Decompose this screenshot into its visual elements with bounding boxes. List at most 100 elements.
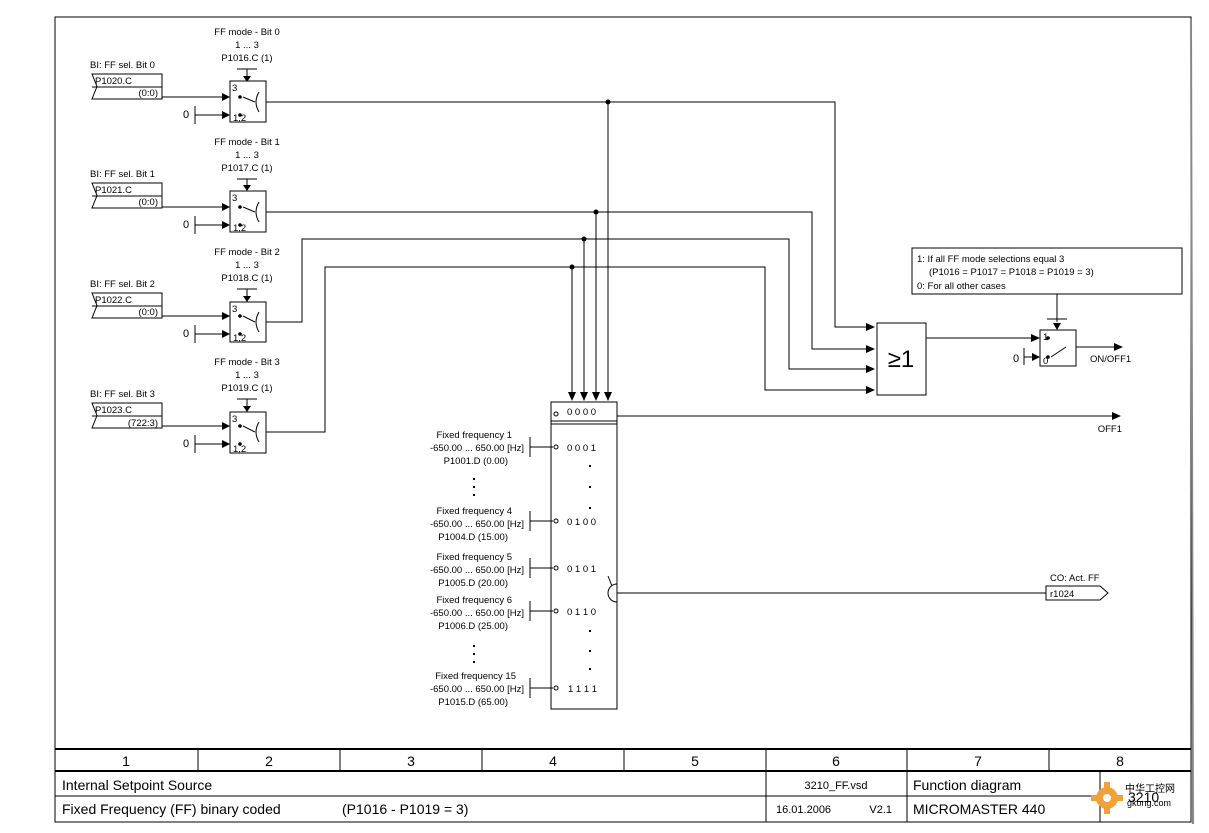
svg-text:3: 3 xyxy=(232,193,237,204)
doc-type: Function diagram xyxy=(913,777,1021,793)
fixed-frequency-row: Fixed frequency 15 -650.00 ... 650.00 [H… xyxy=(430,671,597,708)
bi-param: P1020.C xyxy=(95,76,132,87)
row-code: 1 1 1 1 xyxy=(568,684,597,695)
mode-label: FF mode - Bit 3 xyxy=(214,357,279,368)
const-zero: 0 xyxy=(183,328,189,340)
svg-text:P1015.D (65.00): P1015.D (65.00) xyxy=(438,697,508,708)
row-code: 0 1 0 1 xyxy=(567,564,596,575)
off1-label: OFF1 xyxy=(1098,424,1122,435)
mode-arrow-icon xyxy=(243,406,251,412)
on-off1-label: ON/OFF1 xyxy=(1090,354,1131,365)
column-number: 8 xyxy=(1116,753,1124,769)
mode-arrow-icon xyxy=(243,296,251,302)
section-title: Internal Setpoint Source xyxy=(62,777,212,793)
selector-table: 0 0 0 0 OFF1 Fixed frequency 1 -650.00 .… xyxy=(430,401,1122,710)
mode-param: P1018.C (1) xyxy=(221,273,272,284)
switch-box xyxy=(229,301,267,343)
svg-text:P1001.D (0.00): P1001.D (0.00) xyxy=(444,456,508,467)
bi-param: P1021.C xyxy=(95,185,132,196)
column-number: 1 xyxy=(122,753,130,769)
svg-text:P1006.D (25.00): P1006.D (25.00) xyxy=(438,621,508,632)
bi-label: BI: FF sel. Bit 3 xyxy=(90,389,155,400)
row-gap-dots xyxy=(473,630,591,670)
logo-subtext: gkong.com xyxy=(1127,798,1171,808)
mode-arrow-icon xyxy=(243,185,251,191)
bit-selector-2: FF mode - Bit 2 1 ... 3 P1018.C (1) BI: … xyxy=(90,247,280,344)
const-zero: 0 xyxy=(183,109,189,121)
function-title: Fixed Frequency (FF) binary coded xyxy=(62,801,281,817)
watermark-logo: 中华工控网 gkong.com xyxy=(1091,782,1175,814)
mode-range: 1 ... 3 xyxy=(235,40,259,51)
svg-text:1,2: 1,2 xyxy=(233,333,246,344)
bi-label: BI: FF sel. Bit 2 xyxy=(90,279,155,290)
mode-param: P1016.C (1) xyxy=(221,53,272,64)
column-number: 7 xyxy=(974,753,982,769)
frame-shadow xyxy=(1190,18,1194,825)
gear-icon xyxy=(1091,782,1123,814)
or-gate: ≥1 xyxy=(876,322,1040,396)
page-number: 3210 xyxy=(1128,789,1159,805)
bi-label: BI: FF sel. Bit 0 xyxy=(90,60,155,71)
mode-label: FF mode - Bit 2 xyxy=(214,247,279,258)
bi-value: (0:0) xyxy=(138,197,158,208)
product-name: MICROMASTER 440 xyxy=(913,801,1045,817)
svg-text:1,2: 1,2 xyxy=(233,444,246,455)
function-params: (P1016 - P1019 = 3) xyxy=(342,801,468,817)
bi-param: P1022.C xyxy=(95,295,132,306)
svg-text:3: 3 xyxy=(232,304,237,315)
version: V2.1 xyxy=(869,804,892,816)
svg-text:3: 3 xyxy=(232,83,237,94)
column-number: 3 xyxy=(407,753,415,769)
switch-box xyxy=(229,411,267,454)
bi-value: (0:0) xyxy=(138,307,158,318)
mode-arrow-icon xyxy=(243,76,251,82)
mode-range: 1 ... 3 xyxy=(235,370,259,381)
fixed-frequency-row: Fixed frequency 1 -650.00 ... 650.00 [Hz… xyxy=(430,430,596,467)
svg-text:Fixed frequency 1: Fixed frequency 1 xyxy=(436,430,512,441)
svg-text:Fixed frequency 15: Fixed frequency 15 xyxy=(435,671,516,682)
bi-value: (722:3) xyxy=(128,418,158,429)
column-number: 5 xyxy=(691,753,699,769)
co-label: CO: Act. FF xyxy=(1050,573,1100,584)
bit-selector-0: FF mode - Bit 0 1 ... 3 P1016.C (1) BI: … xyxy=(90,27,280,124)
svg-text:-650.00 ... 650.00 [Hz]: -650.00 ... 650.00 [Hz] xyxy=(430,443,524,454)
logo-text: 中华工控网 xyxy=(1125,782,1175,795)
header-code: 0 0 0 0 xyxy=(567,407,596,418)
row-gap-dots xyxy=(473,465,591,509)
bit-selector-3: FF mode - Bit 3 1 ... 3 P1019.C (1) BI: … xyxy=(90,357,280,455)
svg-text:(P1016 = P1017 = P1018 = P1019: (P1016 = P1017 = P1018 = P1019 = 3) xyxy=(929,267,1094,278)
svg-text:0: For all other cases: 0: For all other cases xyxy=(917,281,1006,292)
svg-text:1,2: 1,2 xyxy=(233,113,246,124)
fixed-frequency-row: Fixed frequency 6 -650.00 ... 650.00 [Hz… xyxy=(430,595,596,632)
mode-param: P1019.C (1) xyxy=(221,383,272,394)
const-zero: 0 xyxy=(1013,353,1019,365)
date: 16.01.2006 xyxy=(776,804,831,816)
column-number: 4 xyxy=(549,753,557,769)
svg-text:1,2: 1,2 xyxy=(233,223,246,234)
switch-box xyxy=(229,190,267,233)
co-output-connector[interactable]: CO: Act. FF r1024 xyxy=(1045,573,1109,601)
switch-box xyxy=(229,80,267,123)
svg-text:Fixed frequency 4: Fixed frequency 4 xyxy=(436,506,512,517)
fixed-frequency-row: Fixed frequency 4 -650.00 ... 650.00 [Hz… xyxy=(430,506,596,543)
svg-text:-650.00 ... 650.00 [Hz]: -650.00 ... 650.00 [Hz] xyxy=(430,565,524,576)
note-box: 1: If all FF mode selections equal 3 (P1… xyxy=(911,247,1183,330)
mode-range: 1 ... 3 xyxy=(235,150,259,161)
mode-range: 1 ... 3 xyxy=(235,260,259,271)
row-code: 0 1 1 0 xyxy=(567,607,596,618)
svg-text:-650.00 ... 650.00 [Hz]: -650.00 ... 650.00 [Hz] xyxy=(430,608,524,619)
row-code: 0 0 0 1 xyxy=(567,443,596,454)
bit-selector-1: FF mode - Bit 1 1 ... 3 P1017.C (1) BI: … xyxy=(90,137,280,234)
svg-text:0: 0 xyxy=(1043,356,1048,367)
svg-text:3: 3 xyxy=(232,414,237,425)
svg-text:P1005.D (20.00): P1005.D (20.00) xyxy=(438,578,508,589)
svg-text:Fixed frequency 6: Fixed frequency 6 xyxy=(436,595,512,606)
row-code: 0 1 0 0 xyxy=(567,517,596,528)
output-switch: 1 0 ON/OFF1 0 xyxy=(1013,329,1131,367)
svg-text:-650.00 ... 650.00 [Hz]: -650.00 ... 650.00 [Hz] xyxy=(430,519,524,530)
column-number: 6 xyxy=(832,753,840,769)
mode-label: FF mode - Bit 1 xyxy=(214,137,279,148)
const-zero: 0 xyxy=(183,219,189,231)
mode-label: FF mode - Bit 0 xyxy=(214,27,279,38)
bi-value: (0:0) xyxy=(138,88,158,99)
